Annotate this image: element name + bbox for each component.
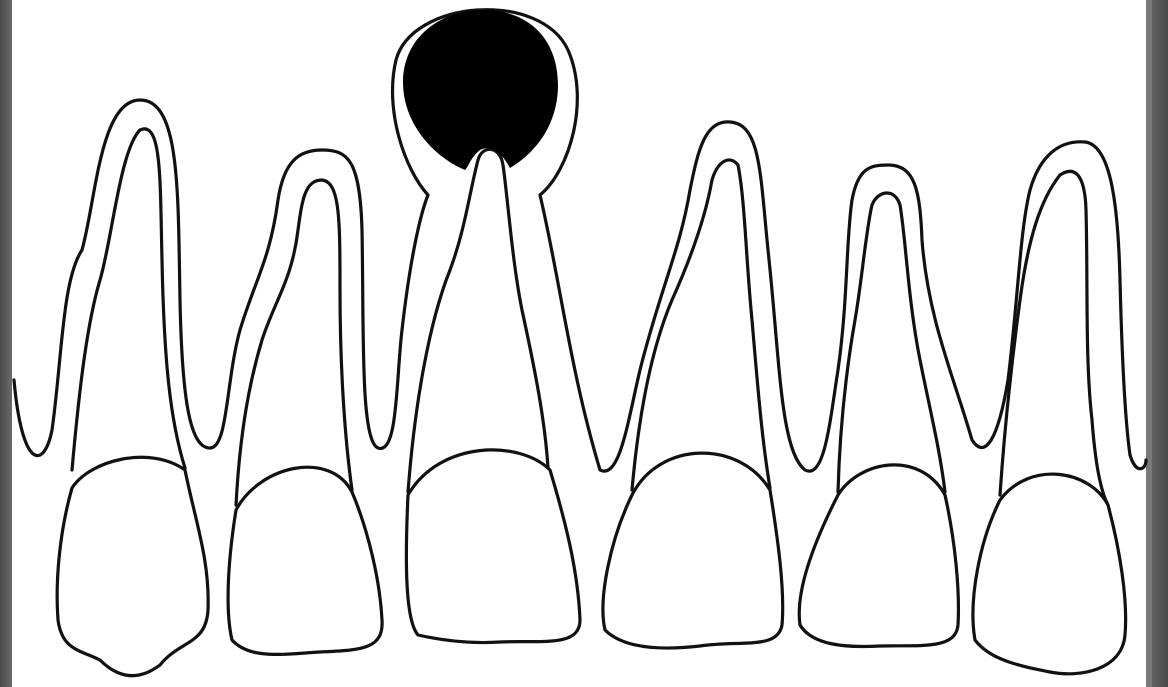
alveolar-bone-contour (14, 10, 1146, 471)
tooth-1-crown (57, 457, 208, 675)
tooth-5-crown (799, 465, 958, 647)
tooth-3-root (408, 149, 548, 492)
periapical-lesion (403, 10, 558, 170)
tooth-6-crown (973, 474, 1126, 674)
tooth-4-crown (603, 453, 783, 648)
tooth-1-root (72, 129, 185, 470)
tooth-2-root (236, 180, 352, 505)
tooth-6-root (1000, 171, 1108, 505)
tooth-2-crown (228, 467, 382, 654)
tooth-3-crown (406, 450, 580, 643)
tooth-5-root (838, 193, 945, 492)
